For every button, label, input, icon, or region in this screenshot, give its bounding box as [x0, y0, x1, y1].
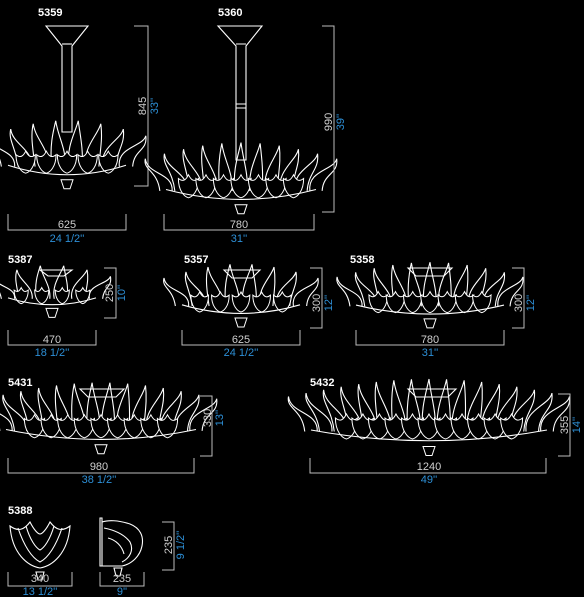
chandelier-5357-drawing: [163, 264, 319, 328]
product-code-5360: 5360: [218, 7, 242, 19]
height-in-5387: 10'': [116, 285, 128, 301]
height-in-5432: 14'': [571, 417, 583, 433]
width-in-5387: 18 1/2'': [35, 347, 70, 359]
product-5432: 5432 355 14'' 1240 49'': [287, 377, 583, 486]
width-mm-5357: 625: [232, 334, 250, 346]
height-mm-5431: 330: [202, 409, 214, 427]
height-in-5358: 12'': [525, 295, 537, 311]
width-in-5388: 13 1/2'': [23, 586, 58, 597]
height-in-5431: 13'': [214, 410, 226, 426]
product-5388: 5388 340 13 1/2'': [7, 505, 73, 597]
chandelier-5387-drawing: [0, 265, 112, 318]
product-code-5387: 5387: [8, 254, 32, 266]
height-mm-5358: 300: [513, 294, 525, 312]
product-5358: 5358 300 12'' 780 31'': [336, 254, 537, 359]
height-mm-5359: 845: [137, 97, 149, 115]
wall-lamp-5388-front-drawing: [9, 520, 71, 581]
chandelier-5360-drawing: [144, 25, 338, 215]
product-code-5431: 5431: [8, 377, 32, 389]
width-in-5432: 49'': [421, 474, 437, 486]
height-in-5388-side: 9 1/2'': [175, 531, 187, 560]
width-in-5431: 38 1/2'': [82, 474, 117, 486]
product-5388-side: 235 9 1/2'' 235 9'': [99, 517, 187, 597]
height-in-5357: 12'': [323, 295, 335, 311]
width-in-5358: 31'': [422, 347, 438, 359]
width-mm-5359: 625: [58, 219, 76, 231]
product-code-5358: 5358: [350, 254, 374, 266]
product-5387: 5387 250 10'' 470 18 1/2'': [0, 254, 128, 359]
width-mm-5431: 980: [90, 461, 108, 473]
width-mm-5388: 340: [31, 573, 49, 585]
width-mm-5358: 780: [421, 334, 439, 346]
wall-lamp-5388-side-drawing: [99, 517, 144, 577]
height-in-5360: 39'': [335, 114, 347, 130]
chandelier-5359-drawing: [0, 25, 147, 190]
height-in-5359: 33'': [149, 98, 161, 114]
width-in-5357: 24 1/2'': [224, 347, 259, 359]
product-code-5359: 5359: [38, 7, 62, 19]
chandelier-5432-drawing: [287, 378, 571, 456]
product-5360: 5360 990 39'' 780 31'': [144, 7, 347, 245]
height-mm-5387: 250: [104, 284, 116, 302]
product-5431: 5431 330 13'' 980 38 1/2'': [0, 377, 226, 486]
width-in-5360: 31'': [231, 233, 247, 245]
product-code-5388: 5388: [8, 505, 32, 517]
width-mm-5387: 470: [43, 334, 61, 346]
product-code-5357: 5357: [184, 254, 208, 266]
width-mm-5360: 780: [230, 219, 248, 231]
product-5357: 5357 300 12'' 625 24 1/2'': [163, 254, 335, 359]
height-mm-5432: 355: [559, 416, 571, 434]
product-5359: 5359 845 33'' 625 24 1/2'': [0, 7, 161, 245]
width-in-5388-side: 9'': [117, 586, 127, 597]
height-mm-5357: 300: [311, 294, 323, 312]
height-mm-5388-side: 235: [163, 536, 175, 554]
chandelier-5431-drawing: [0, 382, 218, 455]
chandelier-5358-drawing: [336, 262, 524, 329]
width-mm-5432: 1240: [417, 461, 441, 473]
width-mm-5388-side: 235: [113, 573, 131, 585]
height-mm-5360: 990: [323, 113, 335, 131]
product-code-5432: 5432: [310, 377, 334, 389]
width-in-5359: 24 1/2'': [50, 233, 85, 245]
